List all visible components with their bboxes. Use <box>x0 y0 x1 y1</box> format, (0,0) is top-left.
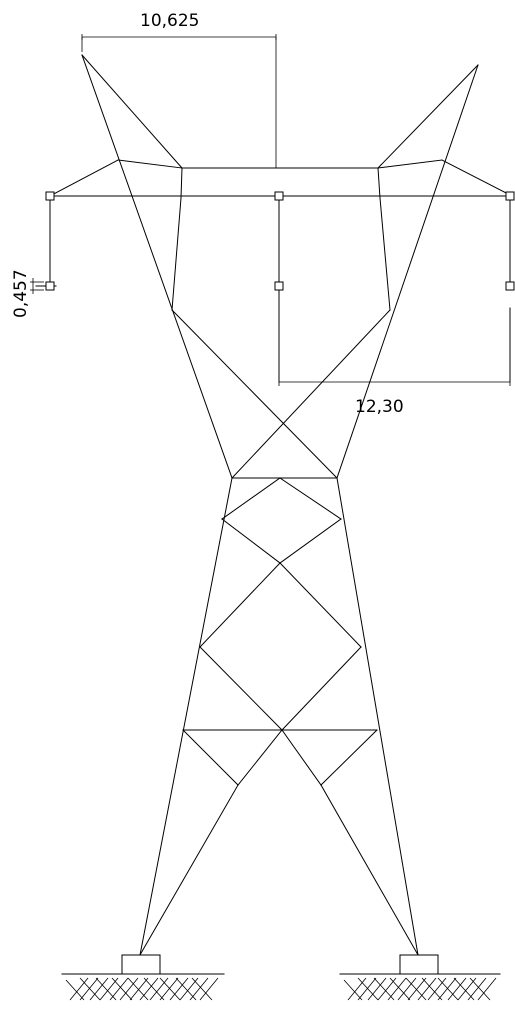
insulator-center-bottom <box>274 281 284 291</box>
foundation-right <box>339 954 501 1001</box>
dimension-top-label: 10,625 <box>140 11 199 31</box>
dimension-small-label: 0,457 <box>11 269 31 318</box>
tower-top <box>49 54 513 479</box>
insulators <box>35 191 515 383</box>
dimension-right: 12,30 <box>278 378 511 417</box>
insulator-right-bottom <box>505 281 515 291</box>
dimension-top: 10,625 <box>81 11 277 168</box>
tower-body <box>139 477 419 956</box>
dimension-right-label: 12,30 <box>355 397 404 417</box>
insulator-right-top <box>505 191 515 201</box>
insulator-left-top <box>45 191 55 201</box>
insulator-center-top <box>274 191 284 201</box>
insulator-left-bottom <box>45 281 55 291</box>
foundation-left <box>61 954 225 1001</box>
ground-hatch-right <box>343 977 497 1001</box>
ground-hatch-left <box>65 977 219 1001</box>
dimension-small: 0,457 <box>11 269 44 318</box>
